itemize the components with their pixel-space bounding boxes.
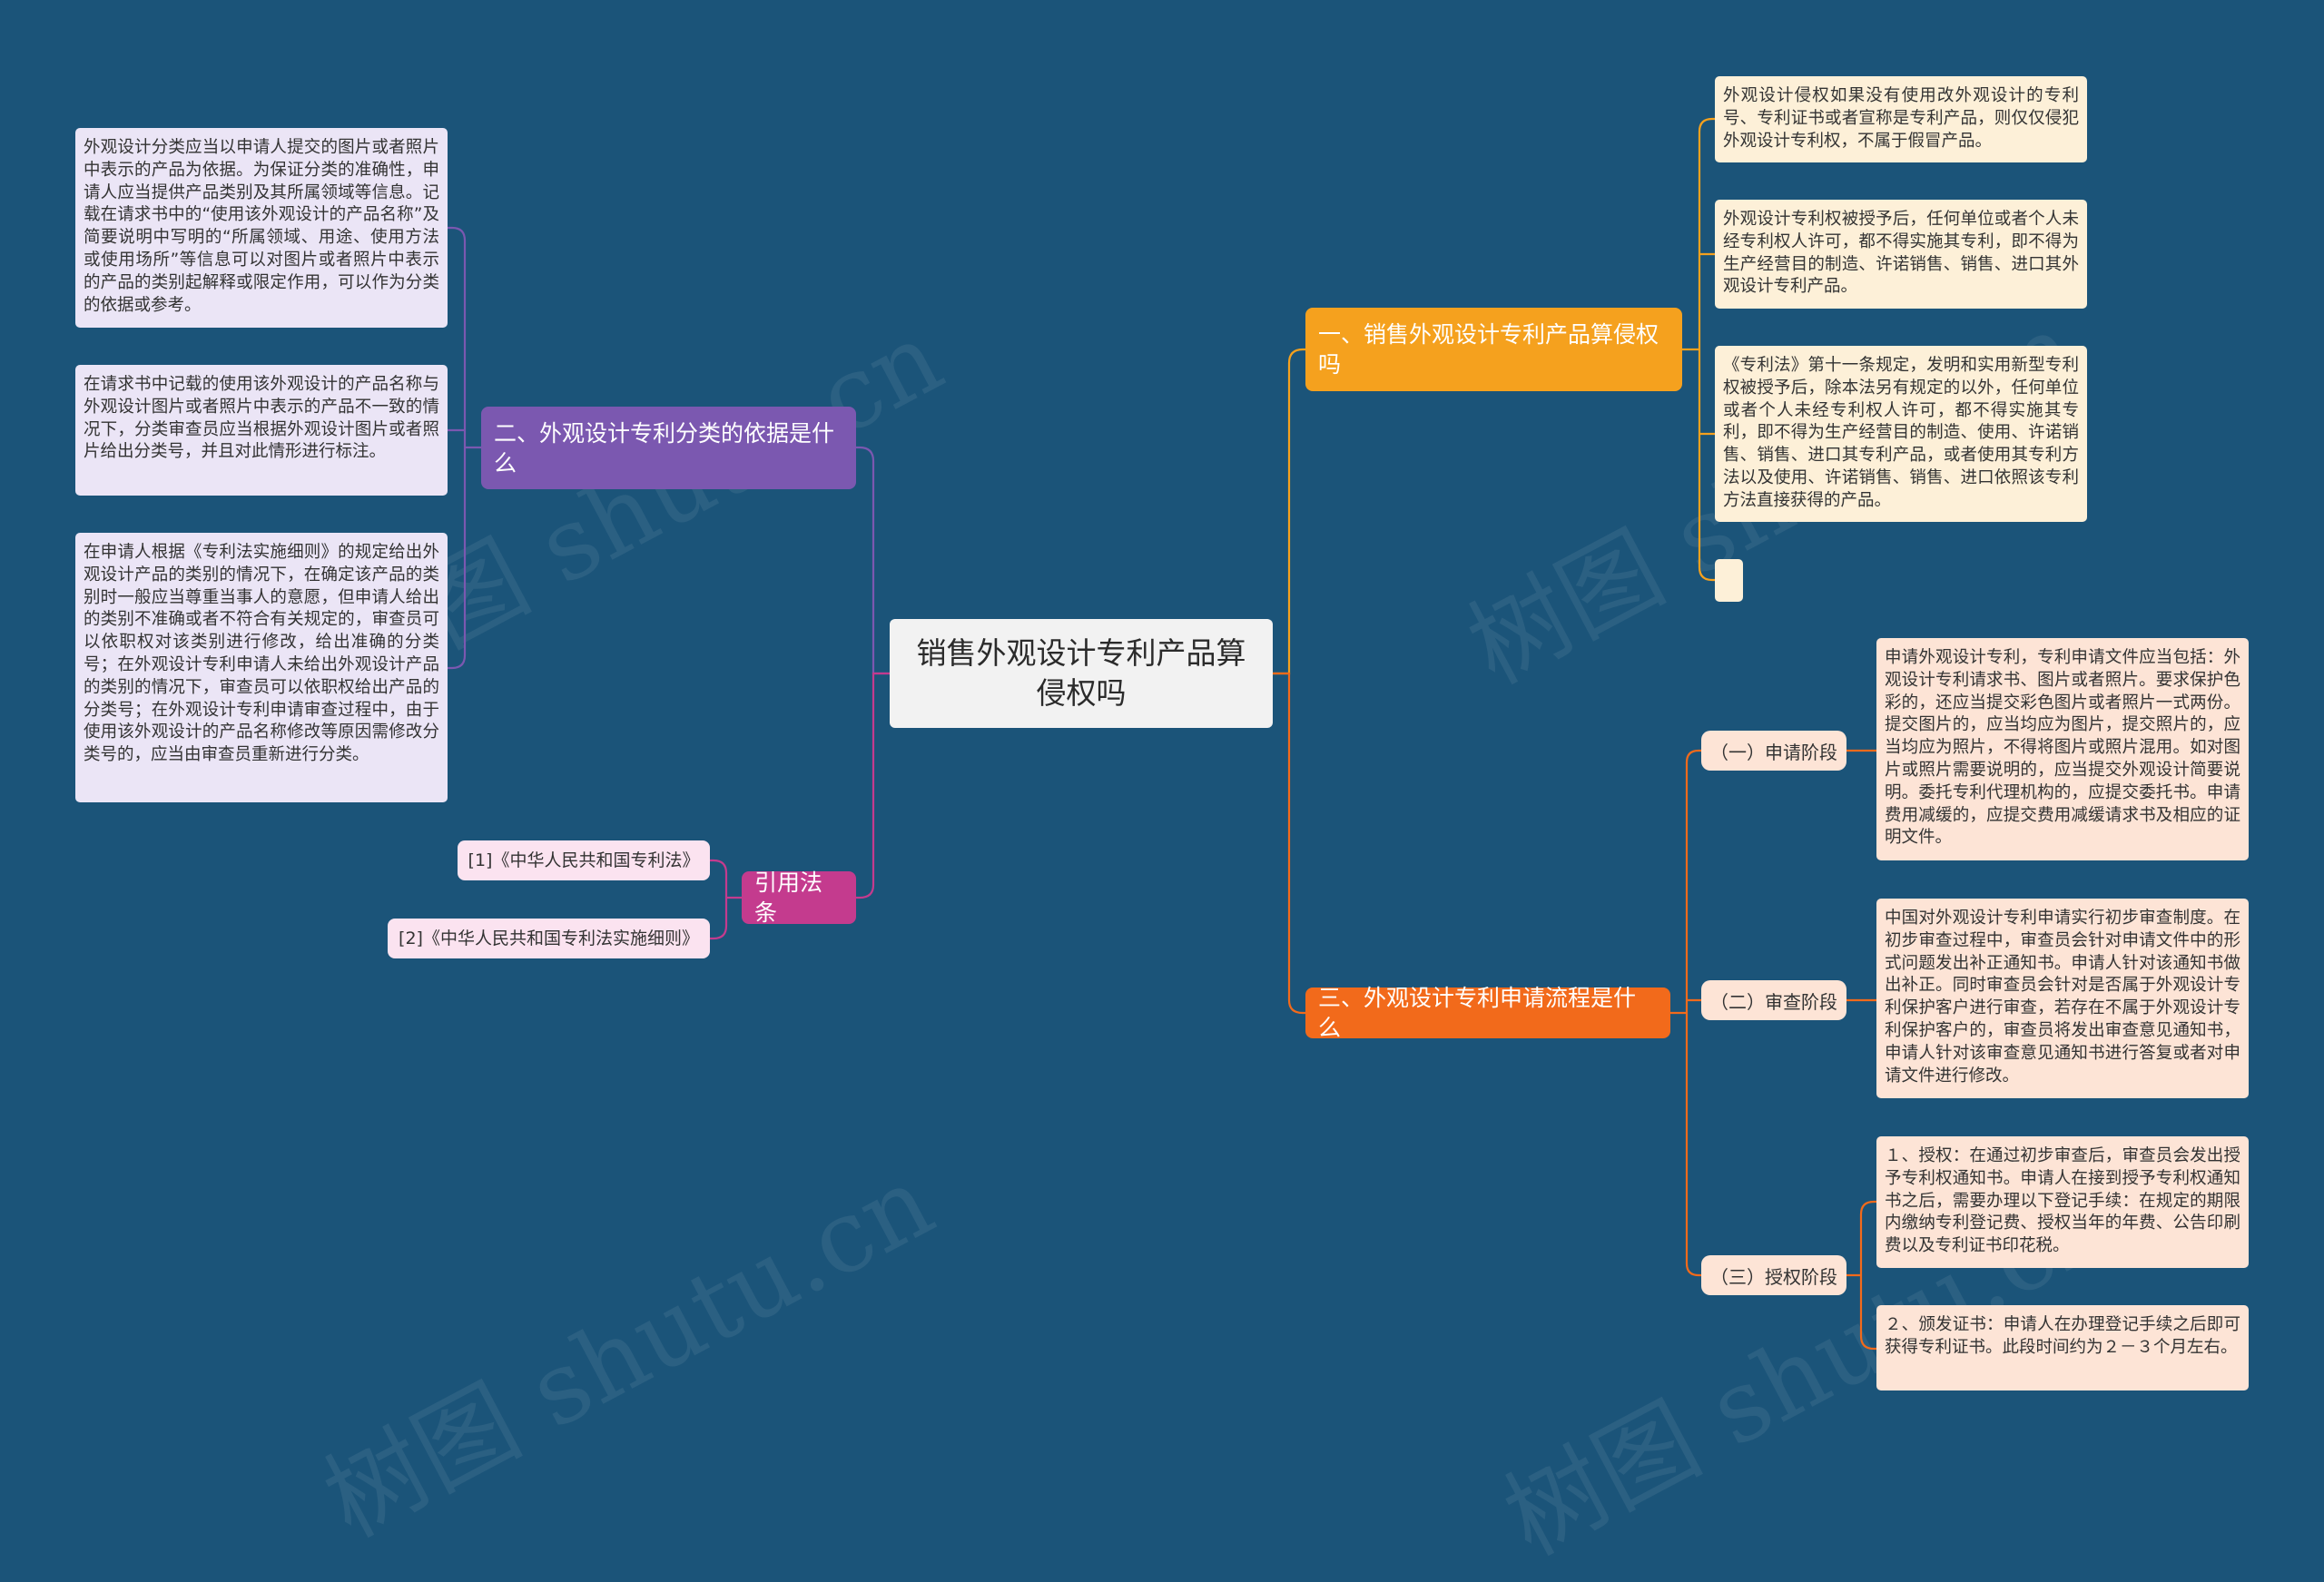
stage-examination[interactable]: （二）审查阶段: [1701, 980, 1846, 1020]
connector-b3-stages: [1670, 749, 1701, 1277]
branch-application-process[interactable]: 三、外观设计专利申请流程是什么: [1305, 985, 1670, 1041]
leaf-law-1[interactable]: [1]《中华人民共和国专利法》: [458, 840, 710, 880]
connector-root-b1: [1273, 348, 1305, 675]
connector-root-b2: [856, 446, 890, 675]
leaf-b2-3[interactable]: 在申请人根据《专利法实施细则》的规定给出外观设计产品的类别的情况下，在确定该产品…: [75, 533, 448, 802]
stage-authorization[interactable]: （三）授权阶段: [1701, 1255, 1846, 1295]
connector-lines: [448, 117, 1876, 1351]
branch-cited-laws[interactable]: 引用法条: [742, 870, 856, 926]
connector-stage3-leaves: [1846, 1200, 1876, 1351]
leaf-b1-2[interactable]: 外观设计专利权被授予后，任何单位或者个人未经专利权人许可，都不得实施其专利，即不…: [1715, 200, 2087, 309]
leaf-b3-application[interactable]: 申请外观设计专利，专利申请文件应当包括：外观设计专利请求书、图片或者照片。要求保…: [1876, 638, 2249, 860]
branch-classification[interactable]: 二、外观设计专利分类的依据是什么: [481, 407, 856, 489]
leaf-b2-2[interactable]: 在请求书中记载的使用该外观设计的产品名称与外观设计图片或者照片中表示的产品不一致…: [75, 365, 448, 496]
connector-root-b3: [1273, 672, 1305, 1015]
leaf-b3-grant[interactable]: １、授权：在通过初步审查后，审查员会发出授予专利权通知书。申请人在接到授予专利权…: [1876, 1136, 2249, 1268]
connector-b1-leaves: [1682, 117, 1715, 582]
connector-b2-leaves: [448, 226, 481, 670]
leaf-b1-empty[interactable]: [1715, 559, 1743, 602]
leaf-b2-1[interactable]: 外观设计分类应当以申请人提交的图片或者照片中表示的产品为依据。为保证分类的准确性…: [75, 128, 448, 328]
connector-b4-leaves: [710, 859, 742, 940]
root-topic[interactable]: 销售外观设计专利产品算侵权吗: [890, 619, 1273, 728]
branch-infringement[interactable]: 一、销售外观设计专利产品算侵权吗: [1305, 308, 1682, 391]
leaf-b3-certificate[interactable]: ２、颁发证书：申请人在办理登记手续之后即可获得专利证书。此段时间约为２－３个月左…: [1876, 1305, 2249, 1390]
leaf-b1-3[interactable]: 《专利法》第十一条规定，发明和实用新型专利权被授予后，除本法另有规定的以外，任何…: [1715, 346, 2087, 522]
connector-root-b4: [856, 672, 890, 899]
mind-map-canvas: 树图 shutu.cn 树图 shutu.cn 树图 shutu.cn 树图 s…: [75, 76, 2249, 1577]
leaf-law-2[interactable]: [2]《中华人民共和国专利法实施细则》: [388, 919, 710, 958]
leaf-b3-examination[interactable]: 中国对外观设计专利申请实行初步审查制度。在初步审查过程中，审查员会针对申请文件中…: [1876, 899, 2249, 1098]
leaf-b1-1[interactable]: 外观设计侵权如果没有使用改外观设计的专利号、专利证书或者宣称是专利产品，则仅仅侵…: [1715, 76, 2087, 162]
stage-application[interactable]: （一）申请阶段: [1701, 731, 1846, 771]
